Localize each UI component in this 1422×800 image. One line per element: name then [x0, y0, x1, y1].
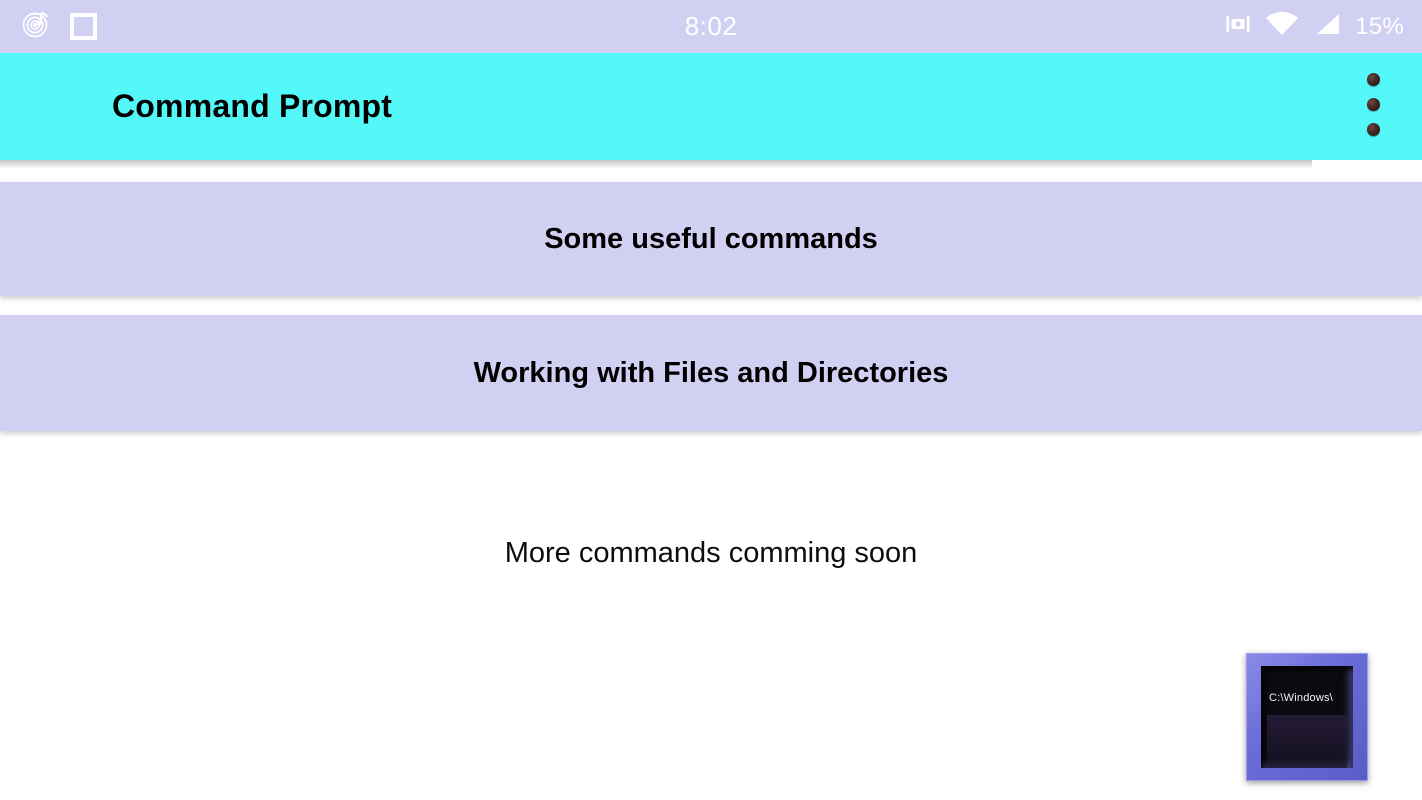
- overflow-dot-icon: [1367, 123, 1380, 136]
- command-prompt-icon: C:\Windows\: [1246, 653, 1368, 781]
- coming-soon-note: More commands comming soon: [504, 537, 918, 569]
- app-bar-shadow: [0, 160, 1312, 169]
- music-note-icon: [22, 9, 52, 44]
- command-category-button-useful-commands[interactable]: Some useful commands: [0, 182, 1422, 296]
- signal-icon: [1313, 11, 1341, 42]
- page-title: Command Prompt: [112, 88, 393, 124]
- status-bar-right-icons: 15%: [1225, 0, 1404, 53]
- vibrate-mode-icon: [1225, 11, 1251, 42]
- command-prompt-icon-path-text: C:\Windows\: [1269, 692, 1333, 704]
- wifi-icon: [1265, 11, 1299, 42]
- overflow-dot-icon: [1367, 98, 1380, 111]
- app-bar: Command Prompt: [0, 53, 1422, 160]
- status-bar: 8:02 15%: [0, 0, 1422, 53]
- overflow-dot-icon: [1367, 73, 1380, 86]
- status-bar-left-icons: [0, 9, 97, 44]
- command-prompt-icon-screen: C:\Windows\: [1261, 666, 1353, 768]
- command-category-button-files-and-directories[interactable]: Working with Files and Directories: [0, 315, 1422, 431]
- battery-percent-label: 15%: [1355, 12, 1404, 40]
- square-icon: [70, 13, 97, 40]
- status-bar-clock: 8:02: [684, 11, 738, 41]
- overflow-menu-button[interactable]: [1367, 73, 1380, 136]
